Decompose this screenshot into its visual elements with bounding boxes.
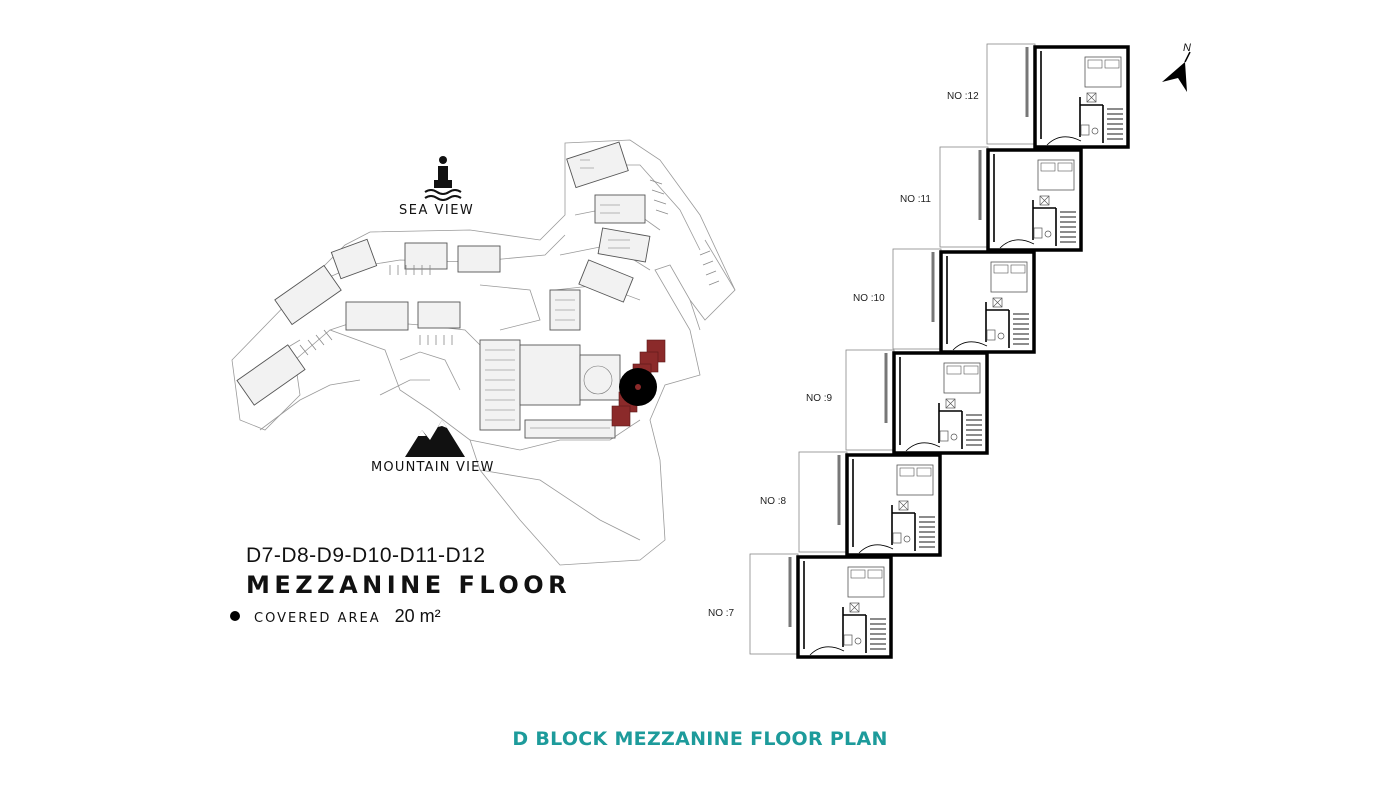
- north-label: N: [1183, 42, 1191, 54]
- sink: [1091, 127, 1099, 135]
- unit-wall: [939, 250, 1036, 354]
- unit-plan: [939, 146, 1083, 252]
- shower: [849, 602, 860, 613]
- partition-wall: [852, 459, 916, 551]
- partition-wall: [993, 154, 1057, 246]
- unit-plan: [749, 553, 893, 659]
- sink: [854, 637, 862, 645]
- partition-wall: [946, 256, 1010, 348]
- covered-area-legend: covered AREA 20 m²: [230, 606, 441, 627]
- sea-view-icon: [424, 156, 462, 201]
- shower: [898, 500, 909, 511]
- unit-label-9: NO :9: [806, 393, 833, 404]
- shower: [1039, 195, 1050, 206]
- sea-view-label: SEA VIEW: [399, 203, 475, 218]
- bed: [1084, 56, 1122, 88]
- building: [330, 238, 378, 280]
- toilet: [892, 532, 902, 544]
- building: [594, 194, 646, 224]
- building: [417, 301, 461, 329]
- unit-wall: [845, 453, 942, 557]
- unit-plan: [845, 349, 989, 455]
- sink: [1044, 230, 1052, 238]
- unit-label-10: NO :10: [853, 293, 885, 304]
- blocks-label: D7-D8-D9-D10-D11-D12: [246, 544, 486, 567]
- building: [566, 141, 629, 189]
- staircase: [966, 414, 982, 446]
- staircase: [1107, 108, 1123, 140]
- building: [236, 344, 306, 406]
- staircase: [919, 516, 935, 548]
- unit-label-7: NO :7: [708, 608, 735, 619]
- staircase: [1013, 313, 1029, 345]
- building: [457, 245, 501, 273]
- building: [404, 242, 448, 270]
- covered-area-value: 20 m²: [394, 606, 441, 626]
- unit-label-8: NO :8: [760, 496, 787, 507]
- partition-wall: [1040, 51, 1104, 143]
- unit-plan: [986, 43, 1130, 149]
- north-arrow-icon: [1162, 62, 1187, 92]
- bed: [847, 566, 885, 598]
- building: [597, 227, 651, 263]
- sink: [903, 535, 911, 543]
- covered-area-label: covered AREA: [254, 611, 381, 626]
- building: [579, 354, 621, 401]
- building: [519, 344, 581, 406]
- unit-wall: [1033, 45, 1130, 149]
- shower: [945, 398, 956, 409]
- unit-wall: [892, 351, 989, 455]
- toilet: [1033, 227, 1043, 239]
- bed: [990, 261, 1028, 293]
- unit-label-12: NO :12: [947, 91, 979, 102]
- building: [345, 301, 409, 331]
- building: [524, 419, 616, 439]
- unit-wall: [986, 148, 1083, 252]
- footer-title: D BLOCK MEZZANINE FLOOR PLAN: [512, 728, 888, 750]
- building: [578, 259, 634, 303]
- unit-label-11: NO :11: [900, 194, 931, 205]
- mountain-view-icon: [405, 420, 465, 457]
- bed: [943, 362, 981, 394]
- sink: [950, 433, 958, 441]
- unit-plan: [798, 451, 942, 557]
- toilet: [939, 430, 949, 442]
- staircase: [1060, 211, 1076, 243]
- toilet: [843, 634, 853, 646]
- bed: [896, 464, 934, 496]
- staircase: [870, 618, 886, 650]
- mountain-view-label: MOUNTAIN VIEW: [371, 460, 495, 475]
- building: [274, 264, 342, 326]
- bullet-dot-icon: [230, 611, 240, 621]
- partition-wall: [899, 357, 963, 449]
- sink: [997, 332, 1005, 340]
- partition-wall: [803, 561, 867, 653]
- shower: [1086, 92, 1097, 103]
- floor-title: MEZZANINE FLOOR: [246, 571, 572, 599]
- unit-wall: [796, 555, 893, 659]
- shower: [992, 297, 1003, 308]
- toilet: [986, 329, 996, 341]
- building: [479, 339, 521, 431]
- unit-plan: [892, 248, 1036, 354]
- toilet: [1080, 124, 1090, 136]
- bed: [1037, 159, 1075, 191]
